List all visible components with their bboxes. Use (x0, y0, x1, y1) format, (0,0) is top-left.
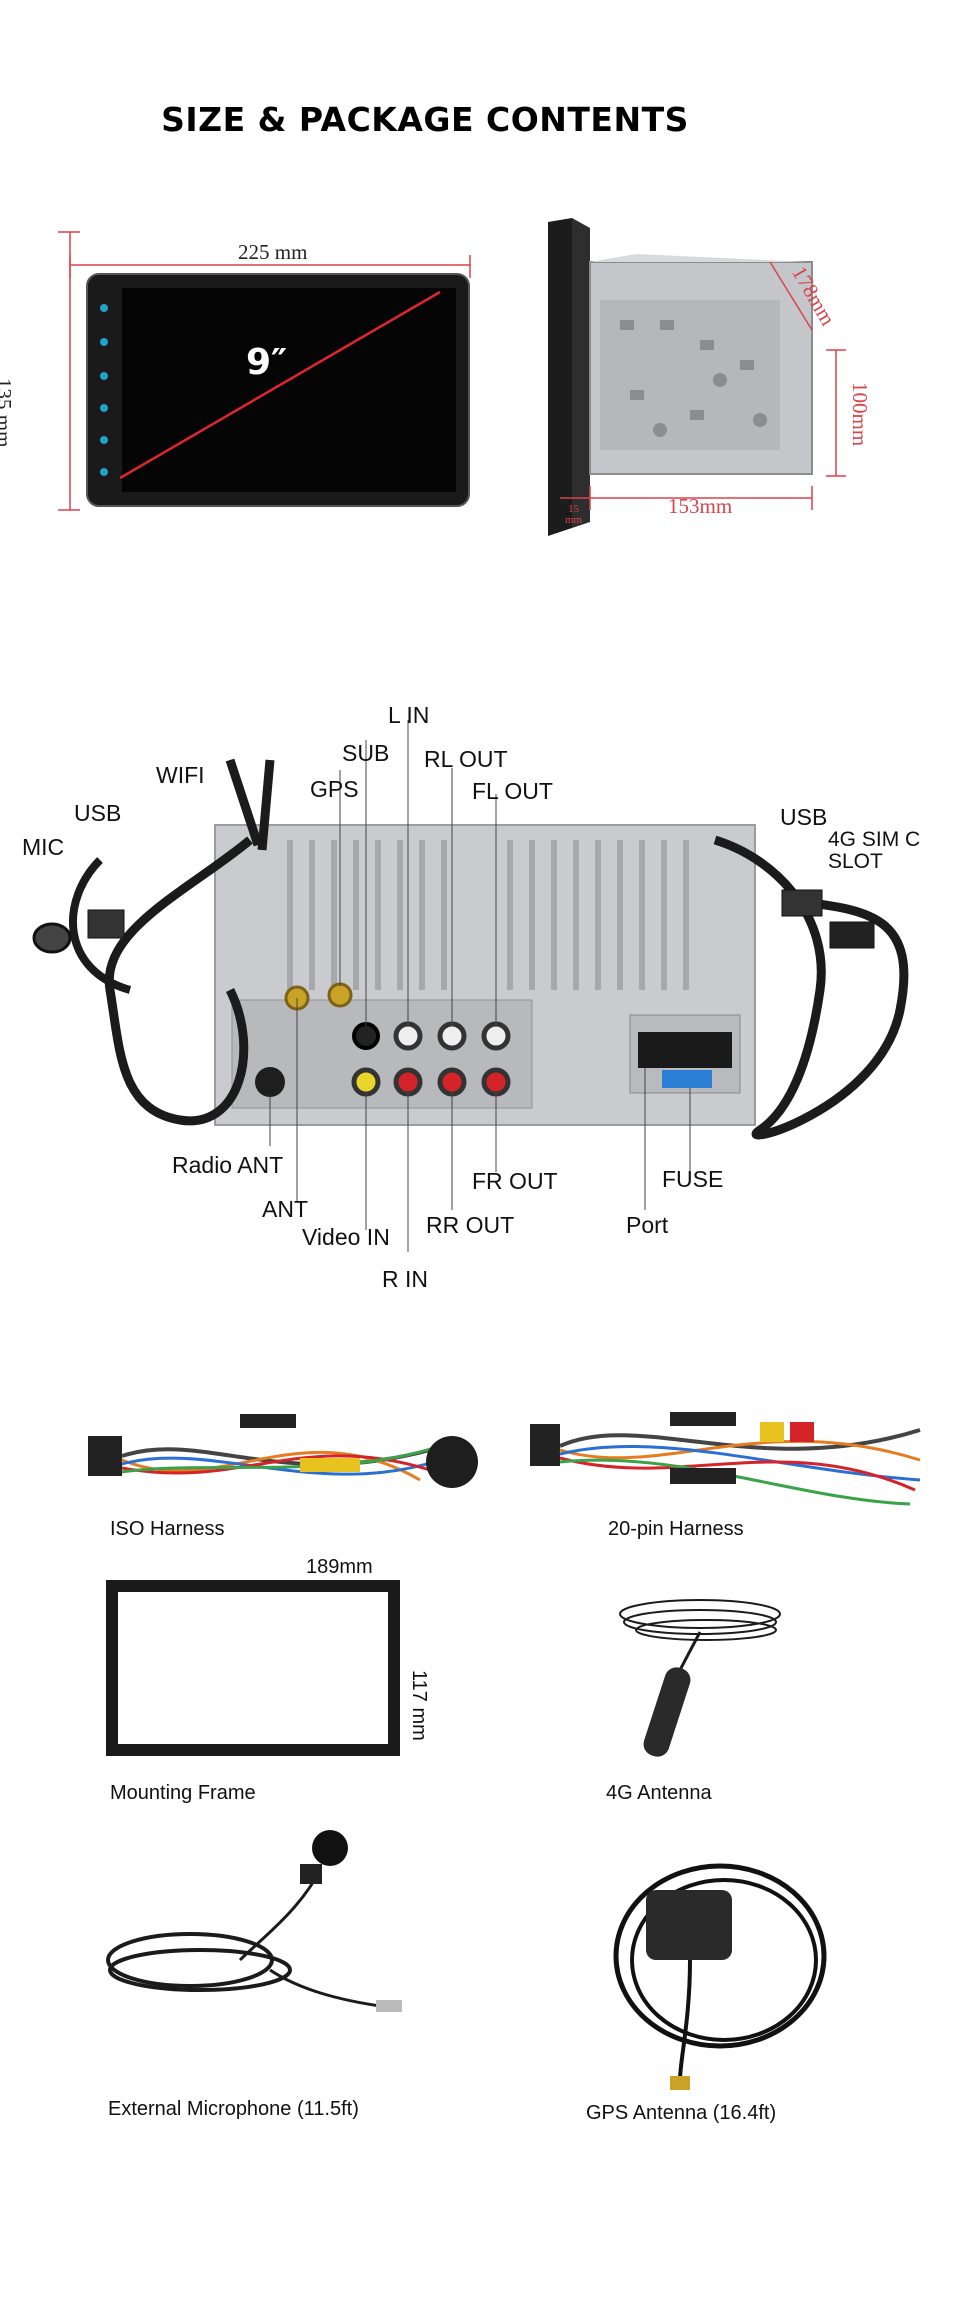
sim-slot-label-line2: SLOT (828, 850, 883, 873)
fuse-label: FUSE (662, 1166, 724, 1192)
sub-port-label: SUB (342, 740, 390, 766)
frame-width-label: 189mm (306, 1556, 373, 1578)
frame-height-label: 117 mm (408, 1670, 430, 1741)
fr-out-port-label: FR OUT (472, 1168, 558, 1194)
iso-harness-image (88, 1414, 478, 1488)
pin20-harness-image (530, 1412, 921, 1506)
radio-ant-port-label: Radio ANT (172, 1152, 284, 1178)
usb-left-port-label: USB (74, 800, 122, 826)
bezel-depth-label: 15 mm (565, 503, 583, 526)
antenna-4g-image (619, 1599, 781, 1757)
rear-ports-diagram: MIC USB WIFI GPS SUB L IN RL OUT FL OUT … (0, 690, 960, 1310)
front-width-label: 225 mm (238, 240, 308, 264)
mounting-frame-image (106, 1580, 400, 1756)
package-items-drawing (88, 1412, 921, 2090)
side-view-drawing (548, 218, 846, 536)
page-title: SIZE & PACKAGE CONTENTS (161, 100, 689, 139)
chassis-height-label: 100mm (848, 382, 872, 447)
ant-port-label: ANT (262, 1196, 308, 1222)
rr-out-port-label: RR OUT (426, 1212, 515, 1238)
gps-antenna-caption: GPS Antenna (16.4ft) (586, 2102, 777, 2124)
gps-antenna-image (613, 1863, 827, 2090)
antenna-4g-caption: 4G Antenna (606, 1782, 712, 1804)
port-label: Port (626, 1212, 669, 1238)
iso-harness-caption: ISO Harness (110, 1518, 225, 1540)
microphone-caption: External Microphone (11.5ft) (108, 2098, 359, 2120)
front-view-diagram: 225 mm 135 mm 9″ (0, 0, 960, 560)
wifi-port-label: WIFI (156, 762, 205, 788)
front-view-drawing (58, 231, 471, 511)
rl-out-port-label: RL OUT (424, 746, 508, 772)
package-contents: ISO Harness 20-pin Harness 189mm 117 mm … (0, 1370, 960, 2160)
sim-slot-label-line1: 4G SIM C (828, 828, 921, 851)
gps-port-label: GPS (310, 776, 359, 802)
side-view-diagram: 178mm 100mm 153mm 15 mm (0, 0, 960, 560)
video-in-port-label: Video IN (302, 1224, 390, 1250)
microphone-image (106, 1830, 402, 2012)
mic-port-label: MIC (22, 834, 65, 860)
r-in-port-label: R IN (382, 1266, 428, 1292)
mounting-frame-caption: Mounting Frame (110, 1782, 256, 1804)
pin20-harness-caption: 20-pin Harness (608, 1518, 744, 1540)
usb-right-port-label: USB (780, 804, 828, 830)
rear-panel-drawing (32, 720, 909, 1252)
screen-size-label: 9″ (246, 342, 288, 383)
fl-out-port-label: FL OUT (472, 778, 553, 804)
l-in-port-label: L IN (388, 702, 430, 728)
chassis-length-label: 153mm (668, 494, 733, 518)
